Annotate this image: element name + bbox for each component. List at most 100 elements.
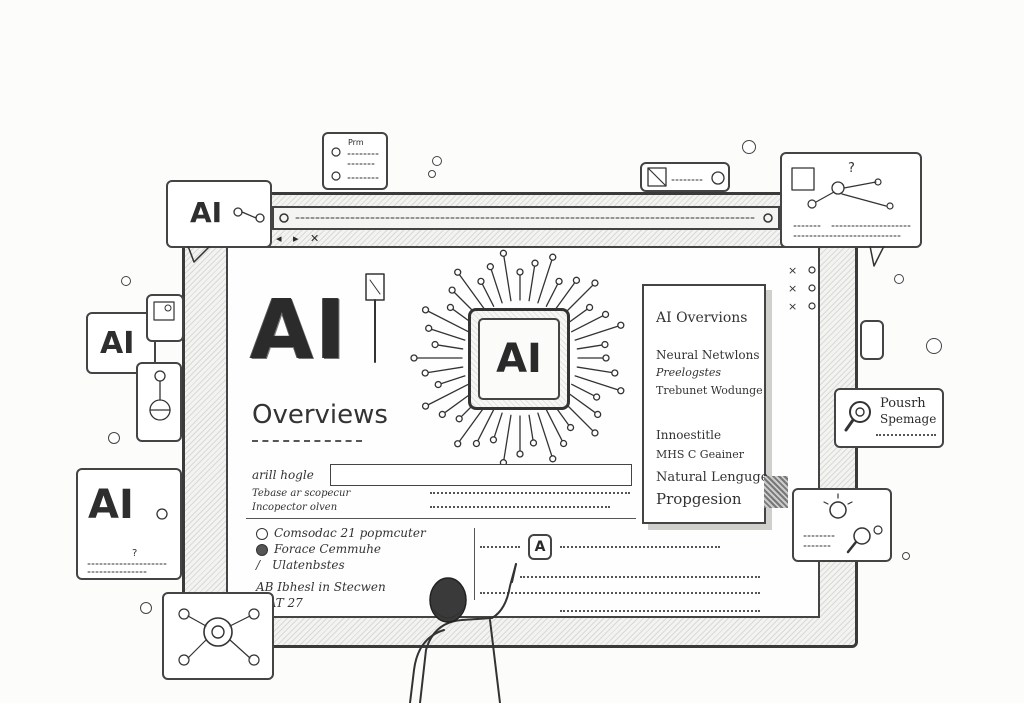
circuit-node [602, 354, 610, 362]
list-item[interactable]: Forace Cemmuhe [256, 542, 381, 556]
ai-speech-card[interactable]: AI [166, 180, 272, 248]
svg-text:?: ? [132, 548, 137, 559]
circle-bullet-icon [256, 543, 268, 556]
bubble-decoration [121, 276, 131, 286]
circuit-node [601, 340, 609, 349]
slash-bullet-icon: / [256, 558, 261, 572]
scrollbar-controls[interactable]: × × × [786, 262, 806, 322]
image-card[interactable] [640, 162, 730, 192]
speech-tail [187, 246, 211, 263]
bubble-decoration [140, 602, 152, 614]
circuit-trace [576, 343, 606, 350]
text-input-field[interactable] [330, 464, 632, 486]
speech-tail [869, 246, 885, 267]
circuit-trace [537, 412, 554, 460]
image-thumbnail-card[interactable] [146, 294, 184, 342]
network-icon [233, 207, 265, 223]
circuit-node [410, 354, 418, 362]
titlebar-sketch [279, 213, 773, 223]
circuit-trace [553, 279, 578, 312]
overview-line[interactable]: Natural Lenguge [656, 470, 769, 485]
scribble-text [430, 492, 630, 496]
circuit-node [516, 268, 524, 276]
circuit-trace [441, 391, 474, 416]
flow-diagram-icon [149, 370, 171, 421]
circuit-node [421, 402, 430, 410]
hero-title: AI [250, 283, 348, 378]
circuit-node [592, 393, 601, 401]
circuit-trace [437, 375, 466, 386]
gear-network-card[interactable] [162, 592, 274, 680]
ai-chip-core: AI [478, 318, 560, 400]
scribble-text [560, 610, 760, 614]
scribble-text [480, 592, 760, 596]
overview-line[interactable]: Trebunet Wodunge [656, 384, 763, 397]
network-card[interactable]: ? [780, 152, 922, 248]
note-card[interactable]: Prm [322, 132, 388, 190]
snippet-badge[interactable]: A [528, 534, 552, 560]
overview-line[interactable]: Innoestitle [656, 428, 722, 442]
circuit-trace [492, 412, 503, 441]
circuit-node [438, 410, 446, 419]
scribble-text [876, 434, 936, 436]
overview-line[interactable]: Neural Netwlons [656, 348, 760, 362]
list-item[interactable]: /Ulatenbstes [256, 558, 345, 572]
circuit-trace [574, 324, 622, 341]
idea-card[interactable] [792, 488, 892, 562]
circuit-node [555, 277, 563, 286]
list-footer-1: AB Ibhesl in Stecwen [256, 580, 386, 594]
overview-title: AI Overvions [656, 310, 748, 326]
side-tab[interactable] [860, 320, 884, 360]
circuit-node [516, 450, 524, 458]
field-label: arill hogle [252, 468, 314, 482]
circuit-trace [545, 280, 560, 307]
circuit-node [454, 268, 462, 276]
circuit-node [454, 440, 462, 448]
circuit-node [446, 303, 455, 312]
diagram-card[interactable] [136, 362, 182, 442]
overview-line[interactable]: Propgesion [656, 490, 742, 508]
circuit-trace [566, 391, 599, 416]
circuit-node [489, 436, 498, 444]
overview-line[interactable]: MHS C Geainer [656, 448, 745, 461]
circuit-node [486, 263, 494, 271]
circuit-node [455, 415, 463, 423]
circuit-node [421, 369, 429, 377]
circuit-trace [457, 404, 487, 445]
gear-icon [178, 608, 260, 666]
search-card[interactable]: Pousrh Spemage [834, 388, 944, 448]
circuit-trace [480, 280, 495, 307]
circuit-trace [537, 256, 554, 304]
scribble-text [430, 506, 610, 510]
circuit-node [617, 321, 625, 329]
bubble-decoration [742, 140, 756, 154]
circuit-node [529, 439, 538, 447]
circuit-node [591, 429, 599, 437]
list-item[interactable]: Comsodac 21 popmcuter [256, 526, 426, 540]
svg-text:×: × [788, 282, 797, 295]
circuit-trace [576, 366, 616, 374]
network-diagram-icon: ? [791, 161, 913, 237]
browser-nav-controls[interactable]: ◂ ▸ ✕ [276, 232, 324, 245]
browser-titlebar [272, 206, 780, 230]
circuit-node [549, 253, 557, 261]
svg-text:×: × [788, 300, 797, 313]
circuit-trace [457, 271, 487, 312]
bubble-decoration [428, 170, 436, 178]
circuit-node [559, 439, 568, 448]
scrollbar-dots [808, 266, 816, 310]
circuit-trace [434, 343, 464, 350]
ai-info-card[interactable]: AI ? [76, 468, 182, 580]
circuit-trace [571, 313, 607, 333]
circuit-trace [566, 306, 591, 325]
form-line-2: Incopector olven [252, 502, 338, 513]
circuit-trace [424, 383, 469, 407]
circuit-node [585, 303, 594, 312]
person-list-icon [331, 147, 379, 181]
circuit-node [531, 259, 539, 267]
bubble-decoration [926, 338, 942, 354]
overview-panel: AI Overvions Neural Netwlons Preelogstes… [642, 284, 769, 524]
circuit-trace [424, 309, 469, 333]
overview-line[interactable]: Preelogstes [656, 366, 722, 379]
card-detail-sketch: ? [87, 508, 169, 573]
